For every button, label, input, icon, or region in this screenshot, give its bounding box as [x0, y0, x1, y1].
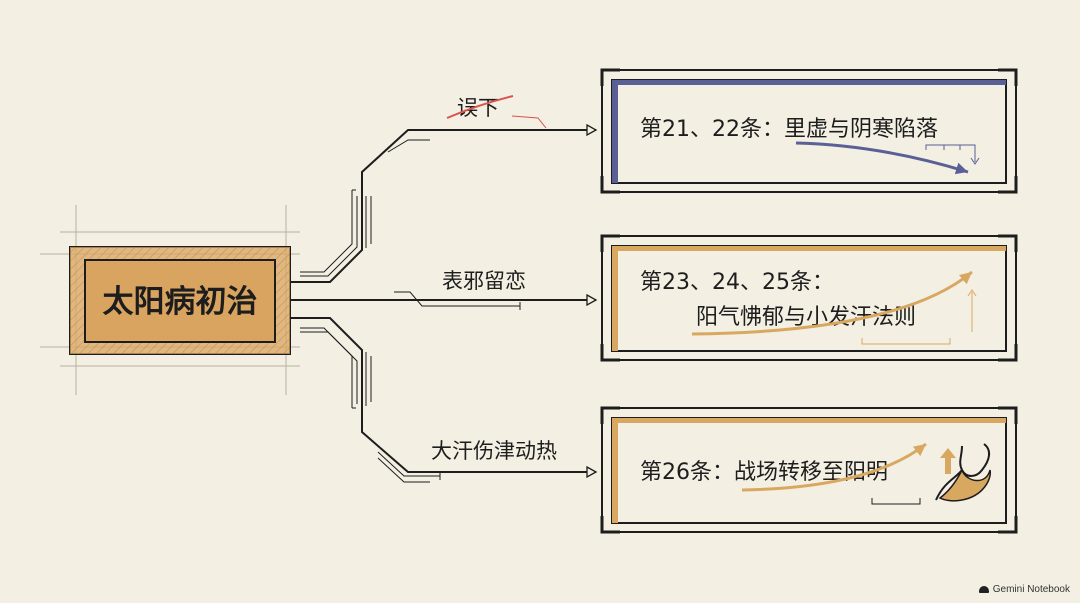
box-3-accent-left	[612, 418, 618, 523]
box-1-trend-arrow	[795, 141, 969, 175]
box-3: 第26条：战场转移至阳明	[600, 406, 1018, 534]
watermark: Gemini Notebook	[978, 584, 1070, 595]
box-3-trend-guides	[871, 498, 921, 505]
box-3-corners	[600, 406, 1018, 534]
box-1-text: 第21、22条：里虚与阴寒陷落	[640, 117, 938, 142]
box-3-text: 第26条：战场转移至阳明	[640, 460, 888, 485]
box-1-accent-top	[612, 80, 1006, 85]
connectors	[290, 130, 596, 472]
box-3-accent-top	[612, 418, 1006, 423]
box-2-trend-arrow	[691, 270, 973, 336]
branch-label-1: 误下	[446, 95, 547, 129]
box-1-corners	[600, 68, 1018, 194]
branch-label-3: 大汗伤津动热	[431, 439, 557, 463]
box-3-trend-arrow	[741, 442, 927, 492]
gemini-logo-icon	[978, 586, 989, 593]
stomach-icon	[935, 443, 992, 502]
watermark-text: Gemini Notebook	[992, 584, 1070, 595]
strike-tail	[511, 115, 547, 129]
box-1-trend-guides	[925, 144, 980, 165]
box-2-trend-guides	[861, 289, 977, 345]
box-2-text-line2: 阳气怫郁与小发汗法则	[696, 305, 916, 330]
svg-text:误下: 误下	[457, 96, 499, 120]
box-2-corners	[600, 234, 1018, 362]
box-1-accent-left	[612, 80, 618, 183]
center-title: 太阳病初治	[103, 284, 258, 320]
box-2: 第23、24、25条： 阳气怫郁与小发汗法则	[600, 234, 1018, 362]
strike-mark	[446, 95, 514, 119]
connector-top	[290, 130, 596, 283]
box-2-accent-top	[612, 246, 1006, 251]
box-1: 第21、22条：里虚与阴寒陷落	[600, 68, 1018, 194]
box-2-text-line1: 第23、24、25条：	[640, 270, 834, 295]
box-2-accent-left	[612, 246, 618, 351]
branch-label-2: 表邪留恋	[442, 269, 526, 293]
center-node: 太阳病初治	[40, 205, 300, 395]
connector-bottom	[290, 317, 596, 472]
connector-ticks	[352, 189, 521, 480]
connector-parallels	[300, 139, 520, 483]
up-arrow-icon	[940, 448, 956, 474]
